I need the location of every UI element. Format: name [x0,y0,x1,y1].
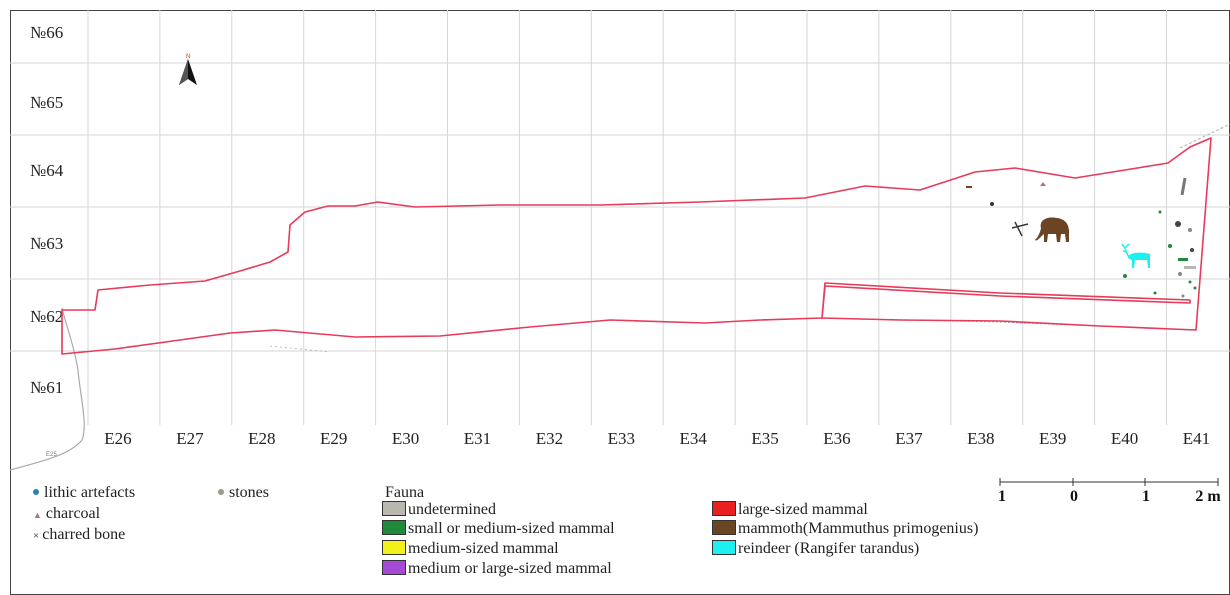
legend-stones-label: stones [229,484,269,501]
row-labels: №66 №65 №64 №63 №62 №61 [30,23,64,397]
column-label: E38 [967,429,994,448]
column-label: E33 [608,429,635,448]
fauna-medium-label: medium-sized mammal [408,540,559,557]
fauna-small-medium: small or medium-sized mammal [382,520,615,538]
row-label: №66 [30,23,63,42]
swatch-icon [382,501,406,516]
column-label: E30 [392,429,419,448]
swatch-icon [382,520,406,535]
row-label: №64 [30,161,64,180]
scale-label-1: 1 [998,488,1006,505]
row-label: №63 [30,234,63,253]
fauna-mammoth: mammoth(Mammuthus primogenius) [712,520,978,538]
column-label: E35 [751,429,778,448]
legend-lithic: lithic artefacts [33,484,135,502]
north-arrow-icon: N [179,54,197,85]
column-label: E32 [536,429,563,448]
column-label: E37 [895,429,923,448]
swatch-icon [382,560,406,575]
swatch-icon [712,520,736,535]
dot-icon [218,489,224,495]
column-label: E27 [176,429,204,448]
column-label: E31 [464,429,491,448]
bottom-boundary-dots [269,345,331,353]
corner-label: E25 [46,452,57,458]
row-label: №62 [30,307,63,326]
cross-icon: × [33,530,40,542]
column-label: E28 [248,429,275,448]
excavation-outline [61,137,1212,355]
column-label: E39 [1039,429,1066,448]
column-label: E34 [680,429,708,448]
mammoth-icon [1035,217,1069,242]
fauna-mammoth-label: mammoth(Mammuthus primogenius) [738,520,979,537]
legend-lithic-label: lithic artefacts [44,484,136,501]
legend-stones: stones [218,484,269,502]
swatch-icon [382,540,406,555]
right-boundary-line [1179,123,1230,149]
scattered-finds [966,177,1197,298]
fauna-small-medium-label: small or medium-sized mammal [408,520,615,537]
scale-label-2m: 2 m [1195,488,1221,505]
legend-charcoal-label: charcoal [45,505,101,522]
scale-label-1b: 1 [1142,488,1150,505]
fauna-large: large-sized mammal [712,501,868,519]
fauna-undetermined-label: undetermined [408,501,496,518]
column-label: E41 [1183,429,1210,448]
scale-label-0: 0 [1070,488,1078,505]
column-label: E26 [104,429,131,448]
swatch-icon [712,540,736,555]
fauna-medium-large-label: medium or large-sized mammal [408,560,612,577]
column-label: E36 [823,429,850,448]
fauna-title: Fauna [385,484,425,501]
fauna-medium: medium-sized mammal [382,540,559,558]
column-labels: E26 E27 E28 E29 E30 E31 E32 E33 E34 E35 E36 E37 E38 E… [104,429,1210,448]
row-label: №61 [30,378,63,397]
fauna-undetermined: undetermined [382,501,496,519]
swatch-icon [712,501,736,516]
fauna-medium-large: medium or large-sized mammal [382,560,612,578]
scale-bar: 1 0 1 2 m [998,478,1221,505]
fauna-large-label: large-sized mammal [738,501,868,518]
triangle-icon: ▲ [33,510,42,520]
grid-lines [10,10,1230,425]
legend-charcoal: ▲charcoal [33,505,100,524]
fauna-reindeer-label: reindeer (Rangifer tarandus) [738,540,920,557]
left-boundary-line [9,307,85,471]
fauna-reindeer: reindeer (Rangifer tarandus) [712,540,919,558]
column-label: E40 [1111,429,1138,448]
svg-text:N: N [186,54,190,60]
legend-charred-bone: ×charred bone [33,526,125,545]
column-label: E29 [320,429,347,448]
legend-charred-bone-label: charred bone [42,526,126,543]
dot-icon [33,489,39,495]
map-frame [10,10,1230,595]
reindeer-icon [1121,243,1150,268]
row-label: №65 [30,93,63,112]
